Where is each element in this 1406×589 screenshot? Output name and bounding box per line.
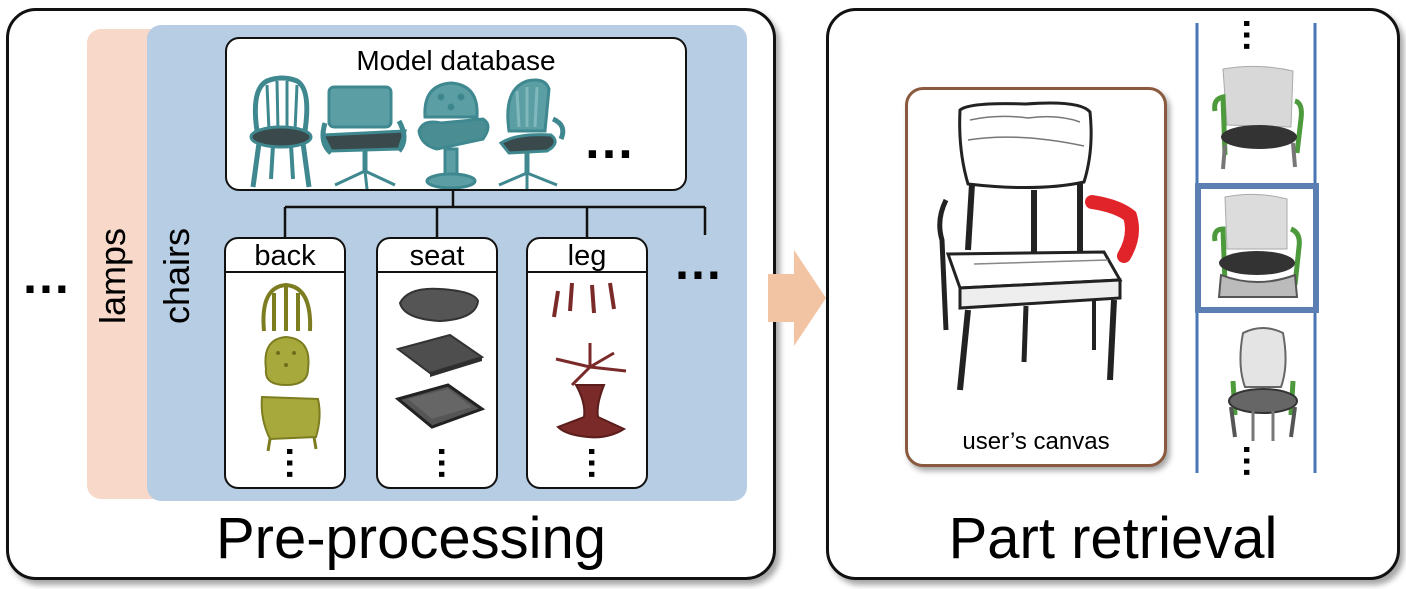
seat-ellipsis: … [431,445,472,477]
pre-processing-title: Pre-processing [215,506,607,571]
pre-processing-panel: lamps chairs … Model database [6,8,776,580]
sketched-chair [937,101,1139,391]
model-chair-3 [417,81,490,189]
user-canvas: user’s canvas [905,87,1167,467]
model-chair-2 [320,85,408,189]
model-chair-4 [498,78,566,189]
results-top-ellipsis: … [1236,17,1277,49]
seat-part-thumbnails [394,287,486,429]
model-database-label: Model database [356,45,556,76]
back-ellipsis: … [279,445,320,477]
model-database-ellipsis: … [583,112,635,170]
result-chair-1 [1212,65,1304,170]
results-bottom-ellipsis: … [1236,443,1277,475]
leg-ellipsis: … [581,445,622,477]
part-retrieval-panel: user’s canvas … … Part retrieval [826,8,1400,580]
outer-ellipsis: … [21,248,71,304]
part-box-leg: leg … [526,237,648,489]
model-chair-1 [249,75,313,188]
part-label-leg: leg [528,239,646,273]
hierarchy-connectors [283,191,707,237]
part-label-seat: seat [378,239,496,273]
model-database-box: Model database [225,37,687,191]
flow-arrow [768,250,826,346]
part-retrieval-title: Part retrieval [948,506,1278,571]
back-part-thumbnails [260,282,321,452]
result-chair-3 [1228,327,1298,441]
result-chair-2 [1212,193,1302,298]
part-label-back: back [226,239,344,273]
selected-result-frame [1195,183,1319,313]
model-thumbnails [249,75,566,189]
part-box-back: back … [224,237,346,489]
leg-part-thumbnails [552,282,627,439]
user-canvas-label: user’s canvas [962,428,1110,455]
parts-ellipsis: … [673,234,723,290]
part-box-seat: seat … [376,237,498,489]
